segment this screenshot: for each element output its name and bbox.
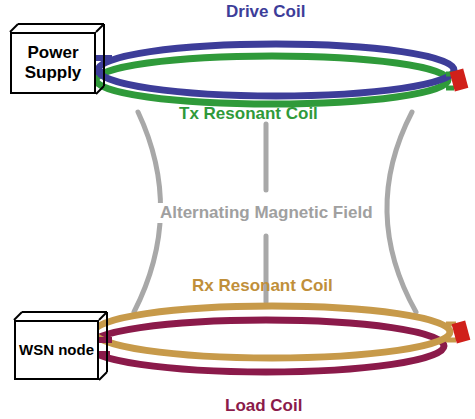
coil-label: Rx Resonant Coil [192, 276, 333, 296]
field-lines [134, 112, 416, 312]
box-edge [96, 24, 104, 32]
box-edge [96, 86, 104, 94]
lead [98, 351, 110, 357]
coil-label: Alternating Magnetic Field [157, 203, 376, 223]
box-edge [18, 23, 104, 25]
box-edge [22, 311, 107, 313]
capacitor [450, 69, 469, 92]
box-edge [14, 312, 22, 320]
box-edge [10, 24, 18, 32]
box-edge [106, 312, 108, 372]
device-label: WSN node [19, 341, 94, 359]
capacitor [452, 321, 471, 344]
coil-label: Tx Resonant Coil [179, 104, 318, 124]
device-box: WSN node [14, 320, 99, 380]
box-edge [99, 312, 107, 320]
device-label: Power Supply [12, 43, 94, 82]
coil-label: Load Coil [225, 396, 302, 416]
rx-coil [94, 306, 450, 358]
box-edge [99, 372, 107, 380]
lead [98, 337, 112, 343]
coil-label: Drive Coil [226, 2, 305, 22]
box-edge [103, 24, 105, 86]
load-coil [88, 320, 444, 372]
drive-coil [98, 44, 454, 96]
device-box: Power Supply [10, 32, 96, 94]
